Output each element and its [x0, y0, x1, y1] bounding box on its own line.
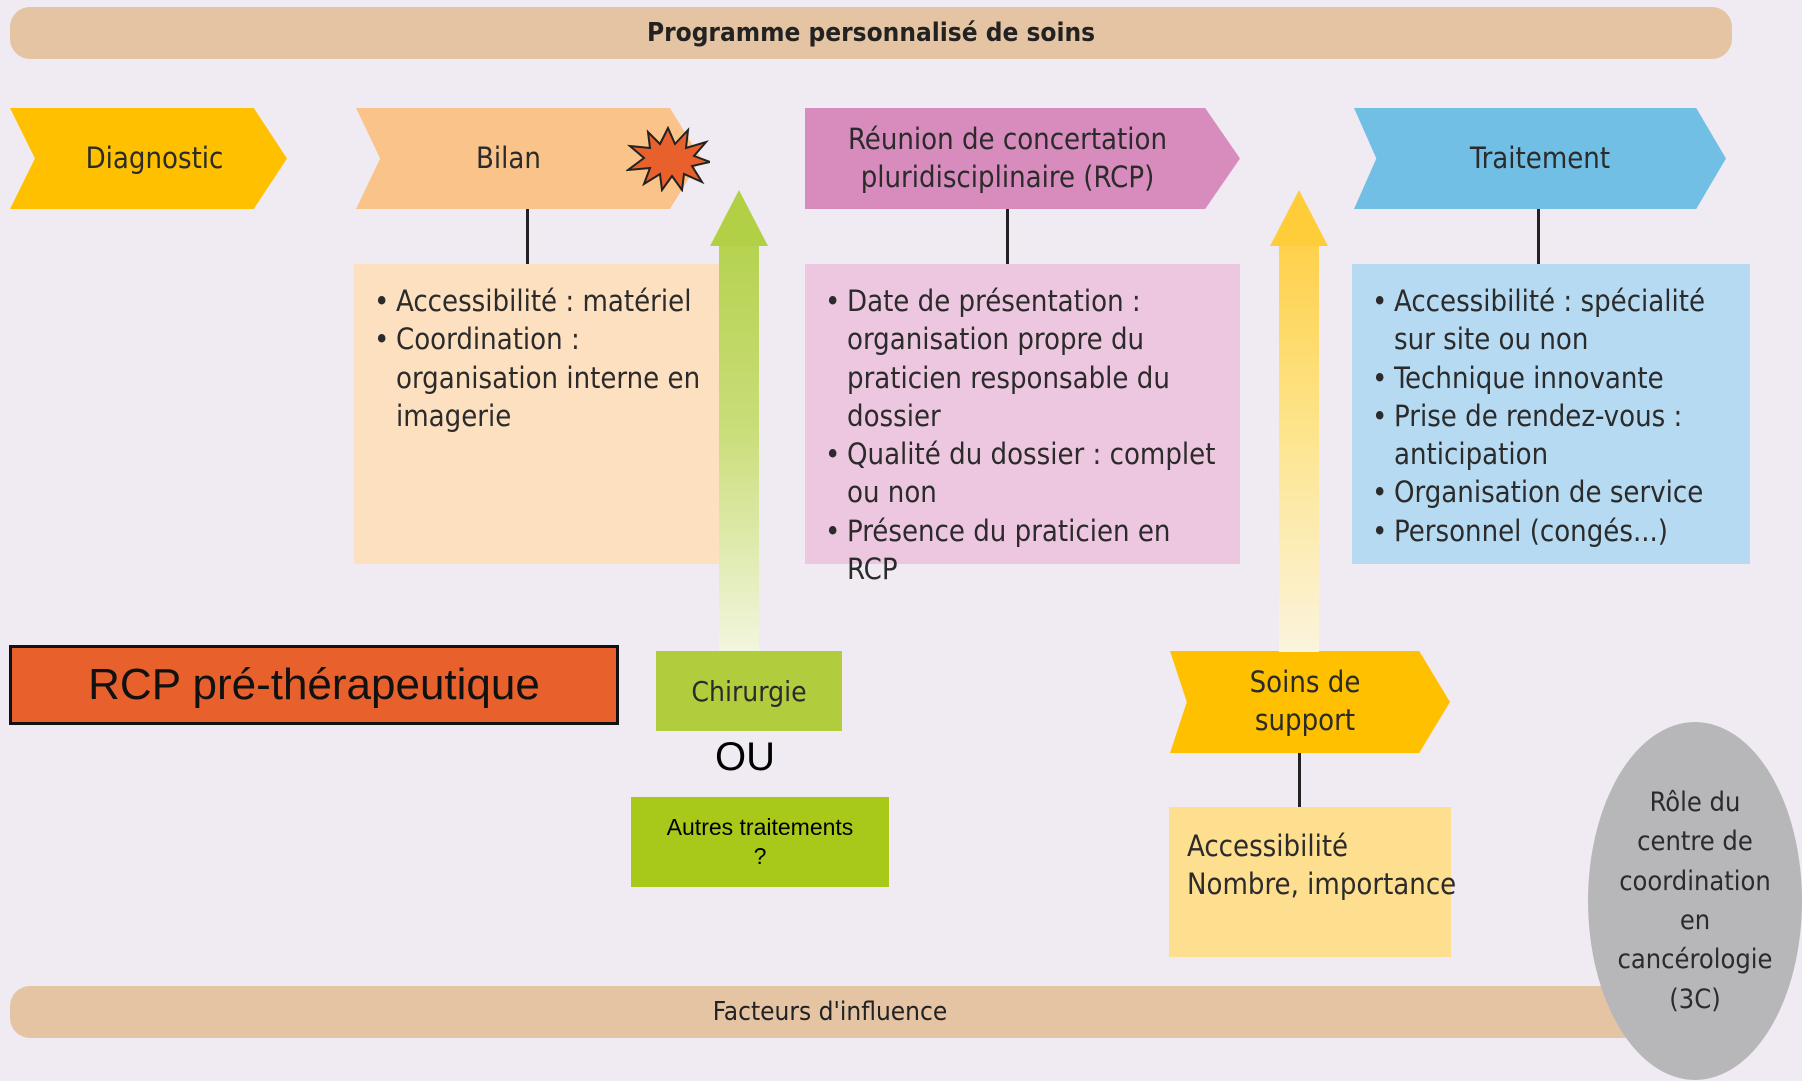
- chirurgie-label: Chirurgie: [691, 674, 807, 708]
- chirurgie-arrow-shaft: [719, 240, 759, 652]
- autres-traitements-box: Autres traitements ?: [631, 797, 889, 887]
- connector-rcp: [1006, 209, 1009, 266]
- starburst-icon: [626, 126, 710, 192]
- programme-title: Programme personnalisé de soins: [646, 18, 1096, 48]
- rcp-factors-box: Date de présentation : organisation prop…: [805, 264, 1240, 586]
- step-soins-label: Soins de support: [1249, 665, 1361, 737]
- traitement-factor-item: Technique innovante: [1370, 359, 1736, 398]
- traitement-factor-item: Personnel (congés...): [1370, 512, 1736, 551]
- step-bilan-label: Bilan: [476, 140, 541, 175]
- rcp-factor-item: Date de présentation : organisation prop…: [823, 282, 1226, 435]
- traitement-factor-item: Accessibilité : spécialité sur site ou n…: [1370, 282, 1736, 359]
- programme-band: Programme personnalisé de soins: [10, 7, 1732, 59]
- soins-factor-item: Accessibilité: [1187, 829, 1349, 863]
- step-diagnostic-label: Diagnostic: [85, 140, 224, 175]
- traitement-factors-box: Accessibilité : spécialité sur site ou n…: [1352, 264, 1750, 564]
- step-traitement: Traitement: [1354, 108, 1726, 209]
- step-rcp: Réunion de concertation pluridisciplinai…: [805, 108, 1240, 209]
- bilan-factor-item: Accessibilité : matériel: [372, 282, 706, 321]
- soins-arrow-shaft: [1279, 240, 1319, 652]
- role-3c-ellipse: Rôle du centre de coordination en cancér…: [1588, 722, 1802, 1080]
- connector-bilan: [526, 209, 529, 266]
- bilan-factors-box: Accessibilité : matériel Coordination : …: [354, 264, 720, 564]
- soins-arrow-head: [1270, 190, 1328, 246]
- step-traitement-label: Traitement: [1469, 140, 1611, 175]
- step-soins-support: Soins de support: [1170, 651, 1450, 753]
- connector-traitement: [1537, 209, 1540, 266]
- chirurgie-box: Chirurgie: [656, 651, 842, 731]
- traitement-factor-item: Prise de rendez-vous : anticipation: [1370, 397, 1736, 474]
- autres-traitements-label: Autres traitements ?: [666, 814, 854, 869]
- rcp-factor-item: Qualité du dossier : complet ou non: [823, 435, 1226, 512]
- step-rcp-label: Réunion de concertation pluridisciplinai…: [847, 121, 1168, 194]
- connector-soins: [1298, 753, 1301, 809]
- facteurs-band: Facteurs d'influence: [10, 986, 1650, 1038]
- chirurgie-arrow-head: [710, 190, 768, 246]
- rcp-pretherapeutique-label: RCP pré-thérapeutique: [9, 645, 619, 725]
- soins-factors-box: Accessibilité Nombre, importance: [1169, 807, 1457, 957]
- facteurs-title: Facteurs d'influence: [712, 997, 948, 1027]
- role-3c-text: Rôle du centre de coordination en cancér…: [1617, 786, 1773, 1015]
- ou-label: OU: [715, 735, 775, 779]
- soins-factor-item: Nombre, importance: [1187, 867, 1457, 902]
- traitement-factor-item: Organisation de service: [1370, 473, 1736, 512]
- rcp-pretherapeutique-text: RCP pré-thérapeutique: [88, 660, 540, 709]
- step-diagnostic: Diagnostic: [10, 108, 287, 209]
- rcp-factor-item: Présence du praticien en RCP: [823, 512, 1226, 589]
- bilan-factor-item: Coordination : organisation interne en i…: [372, 320, 706, 435]
